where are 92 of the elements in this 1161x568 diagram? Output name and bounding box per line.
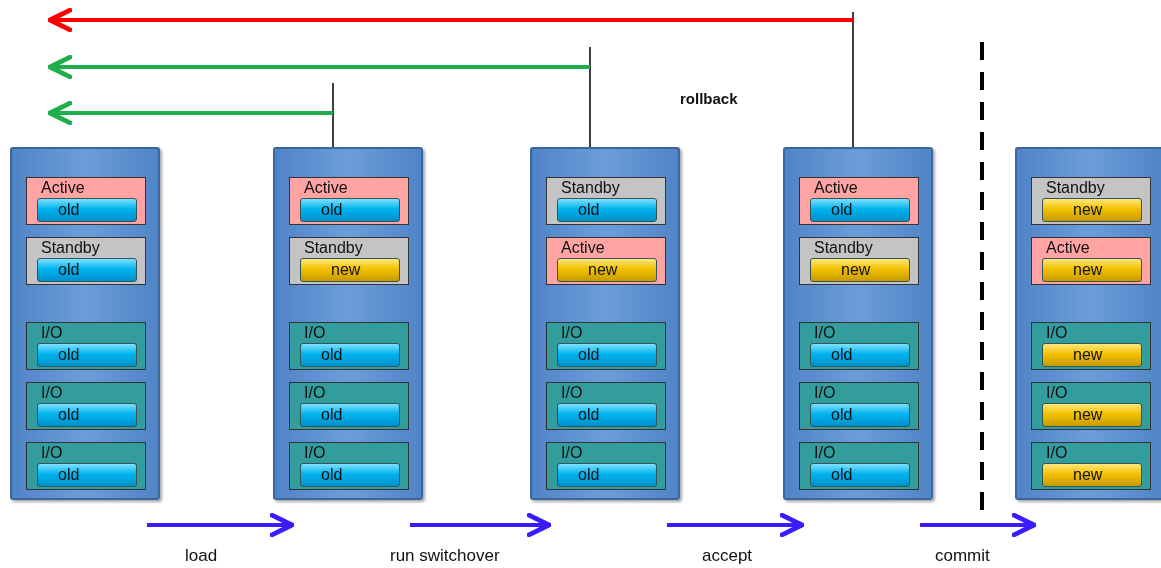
version-tag: old	[37, 463, 137, 487]
edge-label: commit	[935, 546, 990, 566]
module-slot	[546, 442, 666, 490]
version-tag: old	[37, 343, 137, 367]
version-tag: old	[300, 198, 400, 222]
flow-arrow	[147, 511, 295, 539]
slot-label: Active	[41, 179, 85, 197]
slot-label: I/O	[561, 324, 583, 342]
module-slot	[1031, 442, 1151, 490]
flow-arrow	[667, 511, 805, 539]
slot-label: Standby	[304, 239, 363, 257]
version-tag: new	[1042, 198, 1142, 222]
rollback-arrow	[47, 82, 334, 148]
module-slot	[799, 322, 919, 370]
version-tag: old	[557, 198, 657, 222]
version-tag: new	[1042, 343, 1142, 367]
slot-label: Active	[1046, 239, 1090, 257]
slot-label: I/O	[41, 324, 63, 342]
note-text: rollback	[680, 90, 738, 107]
slot-label: I/O	[304, 384, 326, 402]
version-tag: old	[810, 198, 910, 222]
module-slot	[799, 177, 919, 225]
slot-label: Standby	[814, 239, 873, 257]
version-tag: old	[300, 343, 400, 367]
version-tag: old	[557, 403, 657, 427]
slot-label: I/O	[1046, 324, 1068, 342]
slot-label: I/O	[304, 324, 326, 342]
version-tag: new	[1042, 403, 1142, 427]
chassis-panel	[530, 147, 680, 500]
version-tag: old	[300, 403, 400, 427]
chassis-panel	[273, 147, 423, 500]
edge-label: load	[185, 546, 218, 566]
module-slot	[26, 382, 146, 430]
module-slot	[26, 177, 146, 225]
slot-label: I/O	[814, 384, 836, 402]
module-slot	[546, 177, 666, 225]
flow-arrow	[410, 511, 552, 539]
version-tag: old	[300, 463, 400, 487]
edge-label: accept	[702, 546, 753, 566]
version-tag: old	[37, 198, 137, 222]
module-slot	[1031, 237, 1151, 285]
module-slot	[26, 237, 146, 285]
version-tag: new	[300, 258, 400, 282]
version-tag: new	[1042, 258, 1142, 282]
module-slot	[26, 442, 146, 490]
version-tag: new	[810, 258, 910, 282]
slot-label: Active	[561, 239, 605, 257]
module-slot	[546, 237, 666, 285]
chassis-panel	[1015, 147, 1161, 500]
version-tag: old	[37, 258, 137, 282]
version-tag: old	[810, 343, 910, 367]
slot-label: I/O	[814, 444, 836, 462]
module-slot	[1031, 322, 1151, 370]
module-slot	[1031, 382, 1151, 430]
slot-label: Standby	[561, 179, 620, 197]
version-tag: new	[557, 258, 657, 282]
module-slot	[289, 442, 409, 490]
module-slot	[799, 382, 919, 430]
module-slot	[799, 237, 919, 285]
slot-label: I/O	[1046, 384, 1068, 402]
module-slot	[289, 237, 409, 285]
slot-label: I/O	[1046, 444, 1068, 462]
module-slot	[546, 382, 666, 430]
version-tag: old	[810, 463, 910, 487]
module-slot	[289, 177, 409, 225]
edge-label: run switchover	[390, 546, 500, 566]
slot-label: I/O	[41, 444, 63, 462]
module-slot	[799, 442, 919, 490]
version-tag: old	[557, 343, 657, 367]
flow-arrow	[920, 511, 1037, 539]
version-tag: old	[810, 403, 910, 427]
slot-label: Active	[304, 179, 348, 197]
module-slot	[289, 322, 409, 370]
slot-label: Standby	[41, 239, 100, 257]
rollback-arrow	[47, 6, 854, 148]
slot-label: I/O	[304, 444, 326, 462]
slot-label: Standby	[1046, 179, 1105, 197]
version-tag: new	[1042, 463, 1142, 487]
chassis-panel	[783, 147, 933, 500]
slot-label: I/O	[561, 444, 583, 462]
module-slot	[289, 382, 409, 430]
module-slot	[546, 322, 666, 370]
slot-label: I/O	[41, 384, 63, 402]
slot-label: Active	[814, 179, 858, 197]
rollback-arrow	[47, 46, 591, 148]
slot-label: I/O	[814, 324, 836, 342]
version-tag: old	[37, 403, 137, 427]
version-tag: old	[557, 463, 657, 487]
module-slot	[1031, 177, 1151, 225]
module-slot	[26, 322, 146, 370]
chassis-panel	[10, 147, 160, 500]
slot-label: I/O	[561, 384, 583, 402]
